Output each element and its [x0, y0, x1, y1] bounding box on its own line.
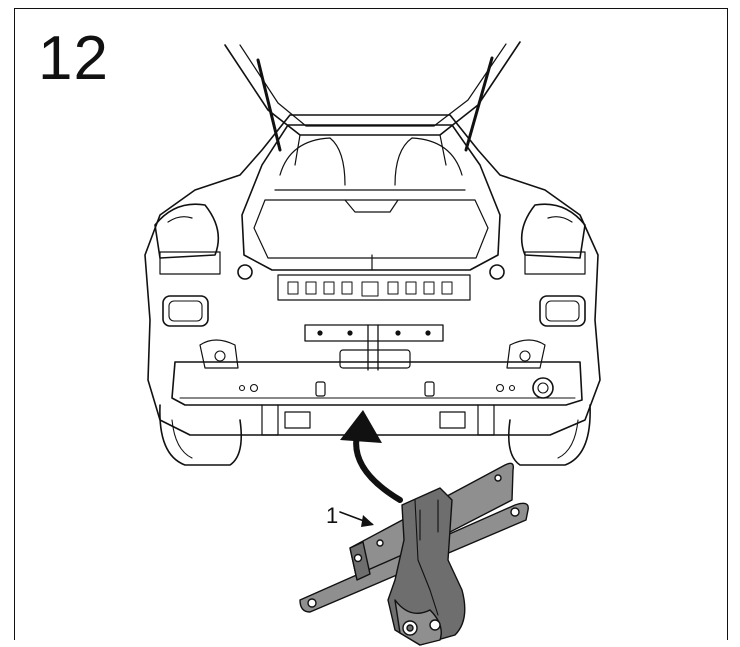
body-outline — [144, 114, 601, 436]
tow-bar-part — [299, 462, 529, 646]
callout-arrow-1 — [339, 511, 374, 527]
illustration-frame — [14, 8, 728, 640]
vehicle-rear — [144, 41, 601, 466]
rear-seats — [279, 137, 463, 186]
left-taillight — [154, 203, 220, 259]
left-wheel — [159, 404, 243, 466]
rear-beam — [171, 361, 583, 406]
tow-eye-socket — [532, 377, 554, 399]
right-taillight — [520, 203, 586, 259]
right-wheel — [507, 404, 591, 466]
callout-label-1: 1 — [326, 503, 339, 528]
open-tailgate — [224, 41, 521, 136]
hatch-opening — [241, 124, 501, 271]
mounting-plate — [304, 324, 444, 342]
left-reflector — [162, 295, 209, 327]
curved-arrow — [340, 410, 403, 503]
right-reflector — [539, 295, 586, 327]
step-number: 12 — [38, 24, 109, 93]
